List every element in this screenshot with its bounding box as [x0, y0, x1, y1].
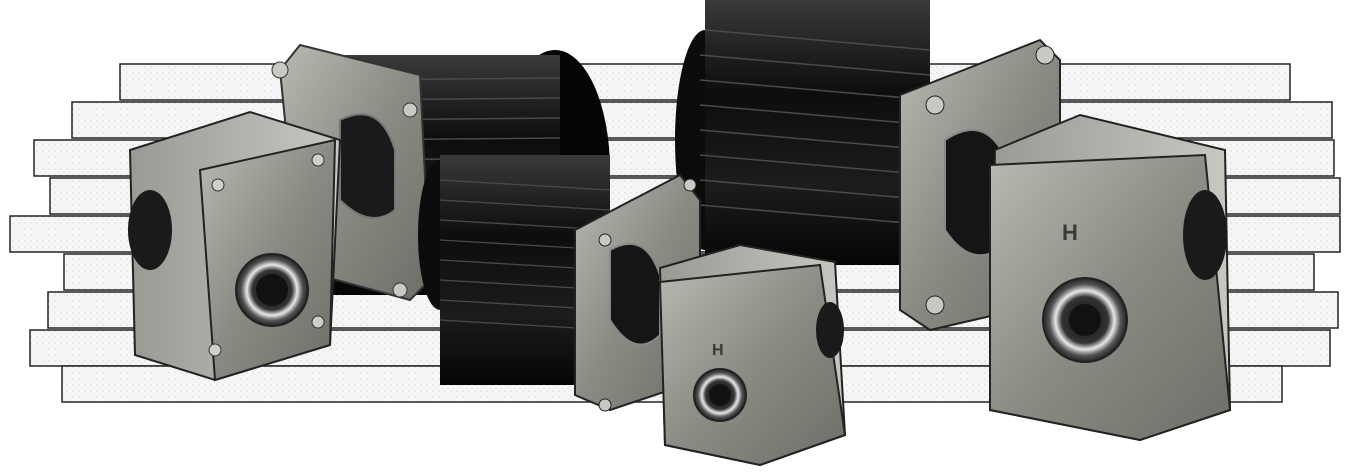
gearbox-front-center: H — [658, 243, 847, 467]
brand-logo-large: H — [1062, 220, 1078, 245]
gearbox-front-left — [128, 110, 342, 382]
motor-back-right — [675, 0, 1061, 332]
motor-center — [418, 155, 701, 412]
gearbox-front-right: H — [988, 113, 1232, 442]
brand-logo-small: H — [712, 342, 724, 359]
